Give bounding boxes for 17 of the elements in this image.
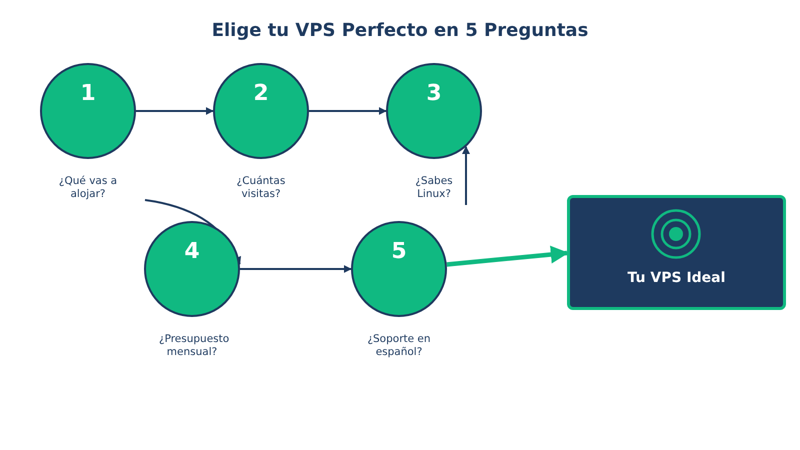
result-label: Tu VPS Ideal: [626, 270, 726, 286]
result-box: [567, 195, 786, 310]
arrow: [462, 146, 470, 205]
step-number: 2: [252, 81, 270, 107]
step-question: ¿Sabes Linux?: [414, 175, 454, 200]
arrow: [446, 246, 569, 267]
step-number: 4: [183, 239, 201, 265]
step-question: ¿Qué vas a alojar?: [58, 175, 118, 200]
step-question: ¿Soporte en español?: [366, 333, 432, 358]
step-number: 1: [79, 81, 97, 107]
step-number: 5: [390, 239, 408, 265]
arrow: [309, 107, 387, 115]
arrow: [240, 265, 352, 273]
step-number: 3: [425, 81, 443, 107]
diagram-title: Elige tu VPS Perfecto en 5 Preguntas: [210, 20, 590, 41]
step-question: ¿Cuántas visitas?: [236, 175, 286, 200]
arrow: [136, 107, 214, 115]
